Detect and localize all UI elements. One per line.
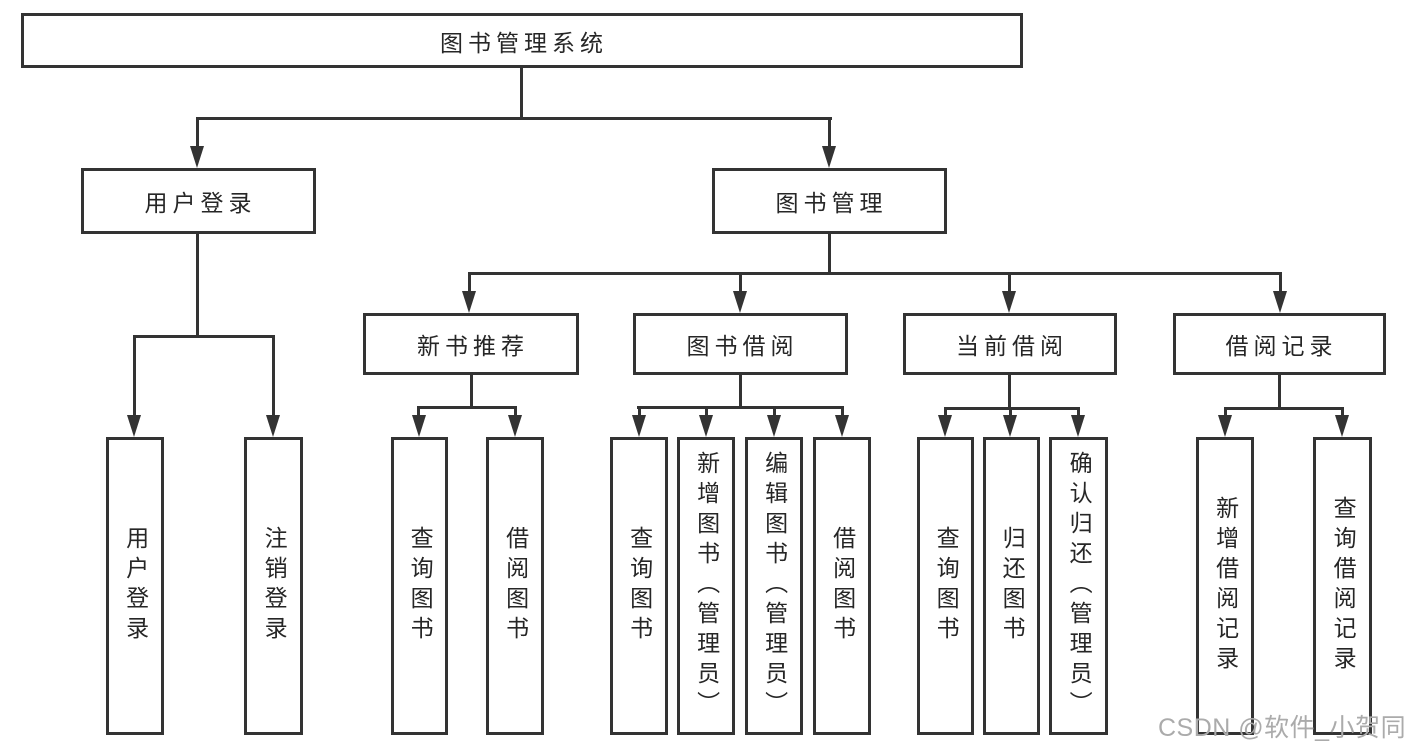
- arrow-down-icon: [462, 291, 476, 313]
- connector-line: [1008, 272, 1011, 295]
- node-current-borrow-label: 当前借阅: [956, 333, 1068, 359]
- leaf-current-query-books: 查询图书: [917, 437, 974, 735]
- connector-line: [638, 406, 641, 420]
- node-current-borrow: 当前借阅: [903, 313, 1117, 375]
- connector-line: [196, 117, 832, 120]
- connector-line: [1279, 272, 1282, 295]
- leaf-query-borrow-record-label: 查询借阅记录: [1330, 496, 1357, 676]
- connector-line: [841, 406, 844, 420]
- connector-line: [1077, 407, 1080, 420]
- node-borrow-records: 借阅记录: [1173, 313, 1386, 375]
- connector-line: [828, 234, 831, 274]
- leaf-current-query-books-label: 查询图书: [933, 526, 960, 646]
- node-user-login-label: 用户登录: [144, 190, 257, 216]
- arrow-down-icon: [1071, 415, 1085, 437]
- leaf-confirm-return-admin-label: 确认归还（管理员）: [1066, 451, 1093, 721]
- connector-line: [470, 375, 473, 408]
- connector-line: [828, 117, 831, 149]
- connector-line: [944, 407, 947, 420]
- connector-line: [272, 335, 275, 417]
- leaf-borrow-query-books: 查询图书: [610, 437, 668, 735]
- leaf-add-book-admin-label: 新增图书（管理员）: [693, 451, 720, 721]
- node-book-management-label: 图书管理: [775, 190, 888, 216]
- connector-line: [1008, 375, 1011, 409]
- arrow-down-icon: [767, 415, 781, 437]
- connector-line: [520, 68, 523, 120]
- leaf-return-books: 归还图书: [983, 437, 1040, 735]
- arrow-down-icon: [632, 415, 646, 437]
- node-borrow-records-label: 借阅记录: [1225, 333, 1338, 359]
- connector-line: [133, 335, 275, 338]
- leaf-borrow-books: 借阅图书: [813, 437, 871, 735]
- connector-line: [417, 406, 517, 409]
- connector-line: [944, 407, 1080, 410]
- connector-line: [133, 335, 136, 417]
- arrow-down-icon: [1002, 291, 1016, 313]
- connector-line: [637, 406, 844, 409]
- leaf-recommend-borrow-books-label: 借阅图书: [502, 526, 529, 646]
- arrow-down-icon: [266, 415, 280, 437]
- arrow-down-icon: [1003, 415, 1017, 437]
- leaf-add-borrow-record-label: 新增借阅记录: [1212, 496, 1239, 676]
- connector-line: [1341, 407, 1344, 420]
- arrow-down-icon: [190, 146, 204, 168]
- leaf-recommend-borrow-books: 借阅图书: [486, 437, 544, 735]
- leaf-logout-label: 注销登录: [261, 526, 288, 646]
- arrow-down-icon: [699, 415, 713, 437]
- connector-line: [417, 406, 420, 420]
- connector-line: [1224, 407, 1344, 410]
- connector-line: [1224, 407, 1227, 420]
- connector-line: [1009, 407, 1012, 420]
- connector-line: [1278, 375, 1281, 409]
- arrow-down-icon: [938, 415, 952, 437]
- arrow-down-icon: [1218, 415, 1232, 437]
- node-new-book-recommend: 新书推荐: [363, 313, 579, 375]
- leaf-recommend-query-books: 查询图书: [391, 437, 448, 735]
- connector-line: [739, 375, 742, 408]
- leaf-add-borrow-record: 新增借阅记录: [1196, 437, 1254, 735]
- node-book-borrow: 图书借阅: [633, 313, 848, 375]
- arrow-down-icon: [733, 291, 747, 313]
- arrow-down-icon: [1273, 291, 1287, 313]
- leaf-query-borrow-record: 查询借阅记录: [1313, 437, 1372, 735]
- node-root: 图书管理系统: [21, 13, 1023, 68]
- arrow-down-icon: [508, 415, 522, 437]
- node-user-login: 用户登录: [81, 168, 316, 234]
- node-book-borrow-label: 图书借阅: [686, 333, 799, 359]
- node-book-management: 图书管理: [712, 168, 947, 234]
- arrow-down-icon: [822, 146, 836, 168]
- connector-line: [773, 406, 776, 420]
- leaf-borrow-query-books-label: 查询图书: [626, 526, 653, 646]
- leaf-borrow-books-label: 借阅图书: [829, 526, 856, 646]
- leaf-confirm-return-admin: 确认归还（管理员）: [1049, 437, 1108, 735]
- leaf-edit-book-admin: 编辑图书（管理员）: [745, 437, 803, 735]
- arrow-down-icon: [835, 415, 849, 437]
- connector-line: [468, 272, 1282, 275]
- leaf-edit-book-admin-label: 编辑图书（管理员）: [761, 451, 788, 721]
- connector-line: [739, 272, 742, 295]
- node-root-label: 图书管理系统: [440, 29, 608, 56]
- connector-line: [196, 117, 199, 149]
- connector-line: [705, 406, 708, 420]
- leaf-user-login-label: 用户登录: [122, 526, 149, 646]
- connector-line: [468, 272, 471, 295]
- leaf-user-login: 用户登录: [106, 437, 164, 735]
- csdn-watermark: CSDN @软件_小贺同学: [1158, 714, 1405, 742]
- leaf-recommend-query-books-label: 查询图书: [407, 526, 434, 646]
- leaf-add-book-admin: 新增图书（管理员）: [677, 437, 735, 735]
- connector-line: [196, 234, 199, 337]
- arrow-down-icon: [412, 415, 426, 437]
- node-new-book-recommend-label: 新书推荐: [417, 333, 529, 359]
- arrow-down-icon: [1335, 415, 1349, 437]
- leaf-logout: 注销登录: [244, 437, 303, 735]
- arrow-down-icon: [127, 415, 141, 437]
- leaf-return-books-label: 归还图书: [999, 526, 1026, 646]
- connector-line: [514, 406, 517, 420]
